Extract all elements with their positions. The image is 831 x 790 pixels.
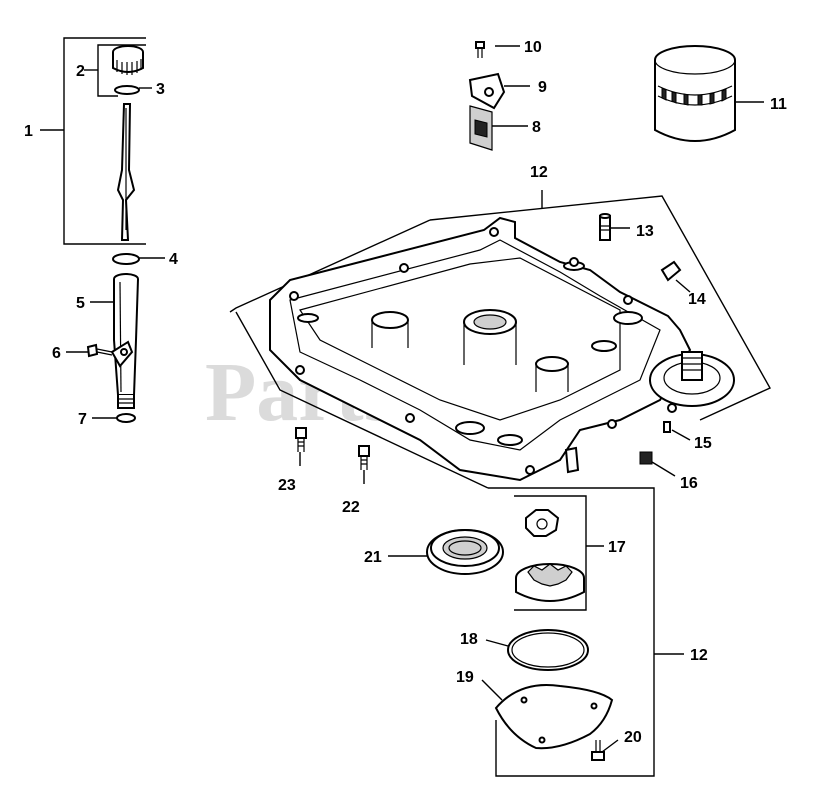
callout-15: 15 [694,435,712,452]
callout-21: 21 [364,549,382,566]
callout-12-bottom: 12 [690,647,708,664]
callout-22: 22 [342,499,360,516]
tube-o-ring-shape [112,253,140,265]
callout-1: 1 [24,123,33,140]
callout-17: 17 [608,539,626,556]
oil-pan-shape [229,190,771,489]
callout-5: 5 [76,295,85,312]
callout-2: 2 [76,63,85,80]
callout-11: 11 [770,96,787,113]
oil-pump-cover-group [426,487,655,777]
dipstick-cap-shape [112,45,144,75]
callout-13: 13 [636,223,654,240]
callout-7: 7 [78,411,87,428]
dipstick-tube-group [86,253,140,423]
leader-lines [40,45,764,753]
callout-10: 10 [524,39,542,56]
callout-18: 18 [460,631,478,648]
callout-8: 8 [532,119,541,136]
callout-12-top: 12 [530,164,548,181]
callout-23: 23 [278,477,296,494]
callout-16: 16 [680,475,698,492]
callout-3: 3 [156,81,165,98]
pan-screws-group [295,427,370,470]
callout-14: 14 [688,291,706,308]
callout-4: 4 [169,251,178,268]
fittings-group [599,213,682,465]
callout-6: 6 [52,345,61,362]
tube-lower-o-ring-shape [116,413,136,423]
cap-o-ring-shape [114,85,140,95]
filter-plate-group [468,41,506,151]
callout-9: 9 [538,79,547,96]
callout-20: 20 [624,729,642,746]
callout-numbers: 1 2 3 4 5 6 7 8 9 10 11 12 12 13 14 15 1… [24,39,787,746]
callout-19: 19 [456,669,474,686]
oil-filter-shape [654,45,736,142]
dipstick-assembly-group [63,37,146,245]
